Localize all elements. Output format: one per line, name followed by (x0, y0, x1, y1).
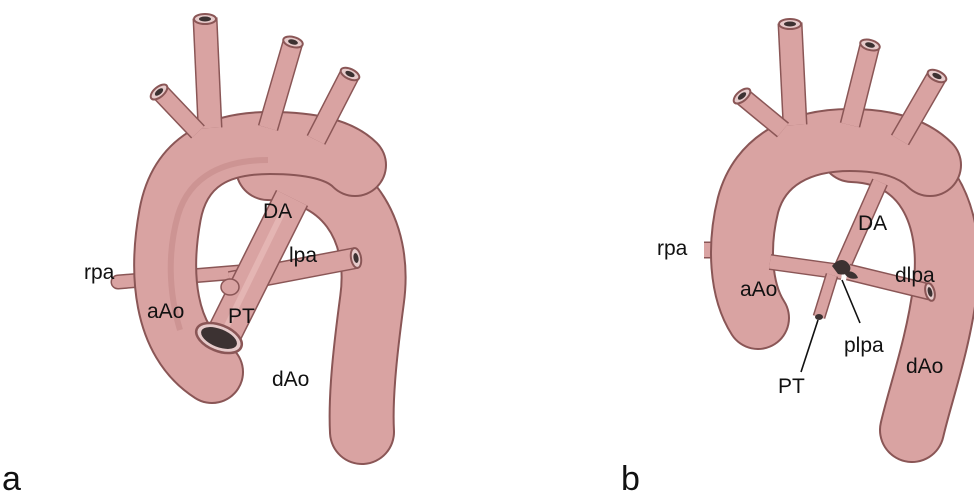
label-dao-a: dAo (272, 368, 309, 391)
label-rpa-b: rpa (657, 237, 688, 260)
label-pt-a: PT (228, 305, 255, 328)
label-pt-b: PT (778, 375, 805, 398)
label-lpa-a: lpa (289, 244, 317, 267)
label-rpa-a: rpa (84, 261, 115, 284)
label-dao-b: dAo (906, 355, 943, 378)
label-da-b: DA (858, 212, 887, 235)
panel-a: DA lpa rpa aAo PT dAo a (2, 14, 374, 496)
label-aao-b: aAo (740, 278, 777, 301)
panel-b: DA rpa aAo dlpa plpa PT dAo b (621, 19, 948, 496)
leader-plpa-b (842, 280, 860, 323)
label-da-a: DA (263, 200, 292, 223)
panel-label-a: a (2, 460, 21, 496)
panel-label-b: b (621, 460, 640, 496)
label-dlpa-b: dlpa (895, 264, 935, 287)
label-aao-a: aAo (147, 300, 184, 323)
leader-pt-b (801, 320, 818, 372)
label-plpa-b: plpa (844, 334, 884, 357)
